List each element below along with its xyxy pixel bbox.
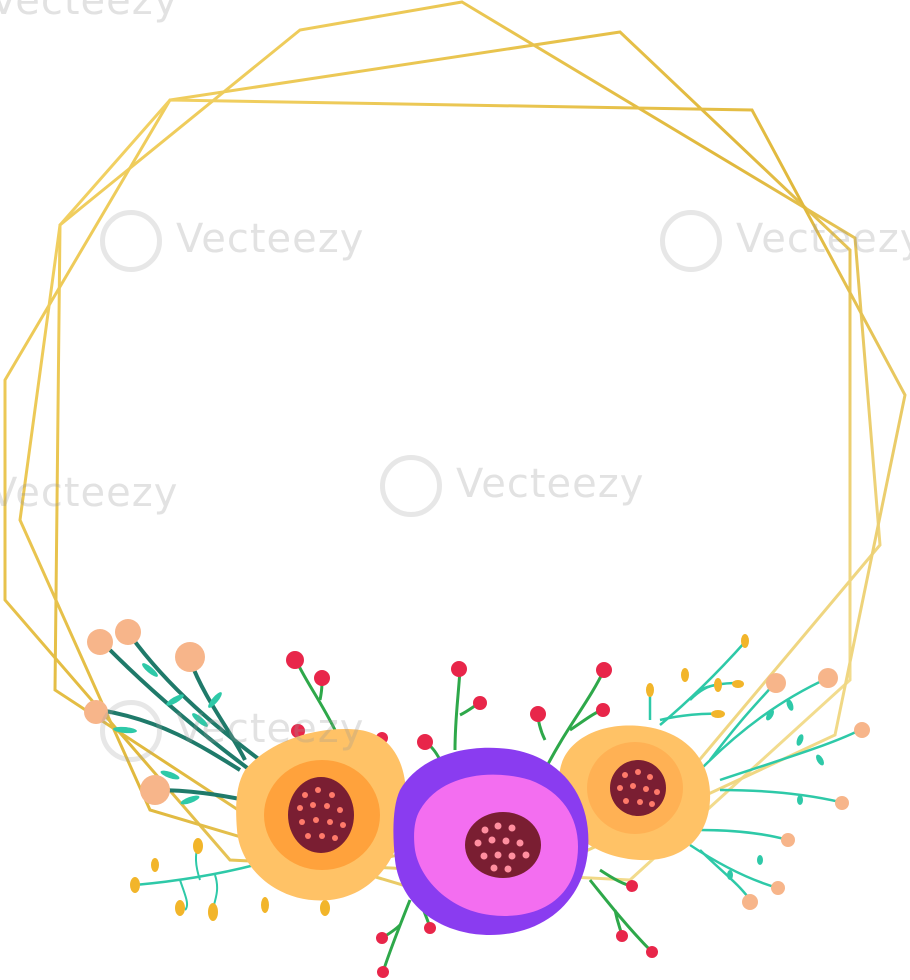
right-tiny-leaves <box>727 699 824 880</box>
right-peach-flower <box>556 725 711 861</box>
watermark: Vecteezy <box>0 470 179 516</box>
right-yellow-buds <box>646 634 749 718</box>
watermark: Vecteezy <box>0 0 179 24</box>
watermark-logo-icon <box>660 210 722 272</box>
center-magenta-flower <box>393 747 589 935</box>
watermark: Vecteezy <box>100 210 364 272</box>
watermark: Vecteezy <box>660 210 910 272</box>
watermark-logo-icon <box>100 700 162 762</box>
right-flower-seeds <box>617 769 660 807</box>
center-flower-seeds <box>474 822 530 873</box>
watermark: Vecteezy <box>100 700 364 762</box>
left-flower-seeds <box>297 787 346 841</box>
frame-polygon-2 <box>3 30 852 882</box>
left-peach-flower <box>236 729 406 901</box>
left-peach-buds <box>84 619 205 805</box>
red-berries <box>286 651 658 978</box>
right-peach-buds <box>742 668 870 910</box>
watermark-logo-icon <box>380 455 442 517</box>
watermark-logo-icon <box>100 210 162 272</box>
watermark: Vecteezy <box>380 455 644 517</box>
